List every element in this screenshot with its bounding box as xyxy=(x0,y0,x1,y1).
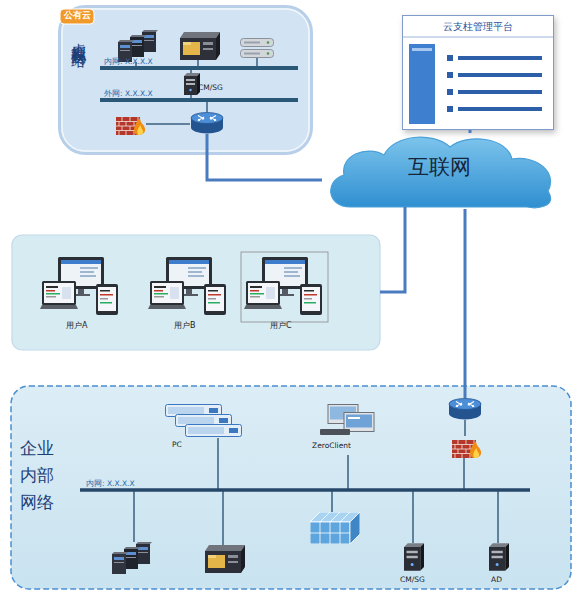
public-cloud-badge: 公有云 xyxy=(60,9,94,24)
node-text: 用户C xyxy=(270,321,292,330)
user-label: 用户A xyxy=(66,321,96,333)
node-text: 企业内部网络 xyxy=(20,435,58,517)
device-label: CM/SG xyxy=(400,576,434,587)
enterprise-network-wires xyxy=(347,455,349,490)
management-window-content xyxy=(409,44,435,124)
network-address-label: 内网: X.X.X.X xyxy=(104,58,153,66)
management-window-content xyxy=(458,56,542,60)
enterprise-bus xyxy=(80,488,530,492)
external-bus xyxy=(100,98,298,102)
vpc-cloud-glow xyxy=(62,9,309,151)
user-label: 用户B xyxy=(174,321,204,333)
node-text: AD xyxy=(491,576,502,585)
network-link xyxy=(464,209,467,385)
network-link xyxy=(469,130,472,133)
badge-body xyxy=(60,9,94,24)
device-label: ZeroClient xyxy=(312,442,362,454)
users-uplink-wire xyxy=(380,207,405,292)
window-outline xyxy=(402,15,554,130)
management-window-content xyxy=(447,106,453,112)
server-label: CM/SG xyxy=(198,84,234,96)
zero-client-icon xyxy=(320,405,374,436)
user-devices-icon xyxy=(40,257,118,315)
vpc-cloud: 公有云 CM/SG 虚拟私有网络 xyxy=(58,5,313,155)
node-text: PC xyxy=(172,441,182,450)
node-text: 用户B xyxy=(174,321,196,330)
management-window-content xyxy=(447,55,453,61)
users-panel xyxy=(12,235,380,350)
vpc-network-wires xyxy=(206,134,209,155)
management-window-content xyxy=(458,90,542,94)
server-icon xyxy=(180,32,220,60)
storage-array-icon xyxy=(310,512,360,544)
disk-icon xyxy=(241,39,274,58)
management-window-content xyxy=(403,37,553,38)
device-label: AD xyxy=(491,576,511,587)
vpc-cloud-body xyxy=(60,7,312,154)
server-icon xyxy=(205,545,245,573)
enterprise-box xyxy=(11,386,571,589)
management-window-content xyxy=(403,37,553,124)
enterprise-network-wires xyxy=(134,385,498,545)
cmsg-server-icon xyxy=(404,543,424,571)
network-link xyxy=(207,155,322,180)
user-label: 用户C xyxy=(270,321,300,333)
node-text: 虚拟私有网络 xyxy=(70,31,87,43)
cmsg-server-icon xyxy=(184,73,200,95)
firewall-icon xyxy=(116,117,145,135)
node-text: ZeroClient xyxy=(312,442,351,451)
firewall-icon xyxy=(452,440,481,458)
enterprise-network-wires xyxy=(133,490,135,542)
server-cluster-icon xyxy=(112,542,152,574)
cloud-body xyxy=(331,137,551,208)
enterprise-network-wires xyxy=(464,420,466,436)
vpc-network-wires xyxy=(136,58,257,155)
vpc-outline xyxy=(58,5,313,155)
router-icon xyxy=(191,113,223,134)
enterprise-network-wires xyxy=(412,490,414,543)
management-window-content xyxy=(412,48,432,51)
connector-group xyxy=(207,130,470,385)
vpc-network-wires xyxy=(190,95,192,100)
thin-client-icon xyxy=(166,405,242,437)
management-window-content xyxy=(458,73,542,77)
selection-frame xyxy=(241,252,328,322)
node-text: CM/SG xyxy=(400,576,425,585)
vpc-network-wires xyxy=(206,100,208,112)
vpc-network-wires xyxy=(146,123,190,125)
user-devices-icon xyxy=(148,257,226,315)
vpc-network-wires xyxy=(256,58,258,68)
management-platform-window: 云支柱管理平台 xyxy=(402,15,554,130)
internet-cloud: 互联网 xyxy=(322,133,558,209)
enterprise-network-wires xyxy=(331,490,333,512)
node-text: 用户A xyxy=(66,321,87,330)
user-devices-icon xyxy=(244,257,322,315)
node-text: CM/SG xyxy=(198,84,223,93)
node-text: 云支柱管理平台 xyxy=(402,21,554,33)
window-frame xyxy=(403,16,554,130)
management-window-content xyxy=(458,107,542,111)
network-address-label: 外网: X.X.X.X xyxy=(104,90,153,98)
vpc-network-wires xyxy=(197,60,199,68)
enterprise-network-wires xyxy=(497,490,499,543)
enterprise-network-wires xyxy=(222,490,224,545)
internal-bus xyxy=(100,66,298,70)
device-label: PC xyxy=(172,441,192,453)
network-address-label: 内网: X.X.X.X xyxy=(86,480,135,488)
enterprise-network-wires xyxy=(464,385,467,398)
enterprise-network-wires xyxy=(217,438,219,490)
enterprise-network-wires xyxy=(463,458,465,490)
node-text: 公有云 xyxy=(60,11,94,21)
vpc-network-wires xyxy=(190,68,192,73)
router-icon xyxy=(449,399,481,420)
management-window-content xyxy=(447,89,453,95)
ad-server-icon xyxy=(489,543,509,571)
node-text: 互联网 xyxy=(408,155,471,179)
management-window-content xyxy=(447,72,453,78)
